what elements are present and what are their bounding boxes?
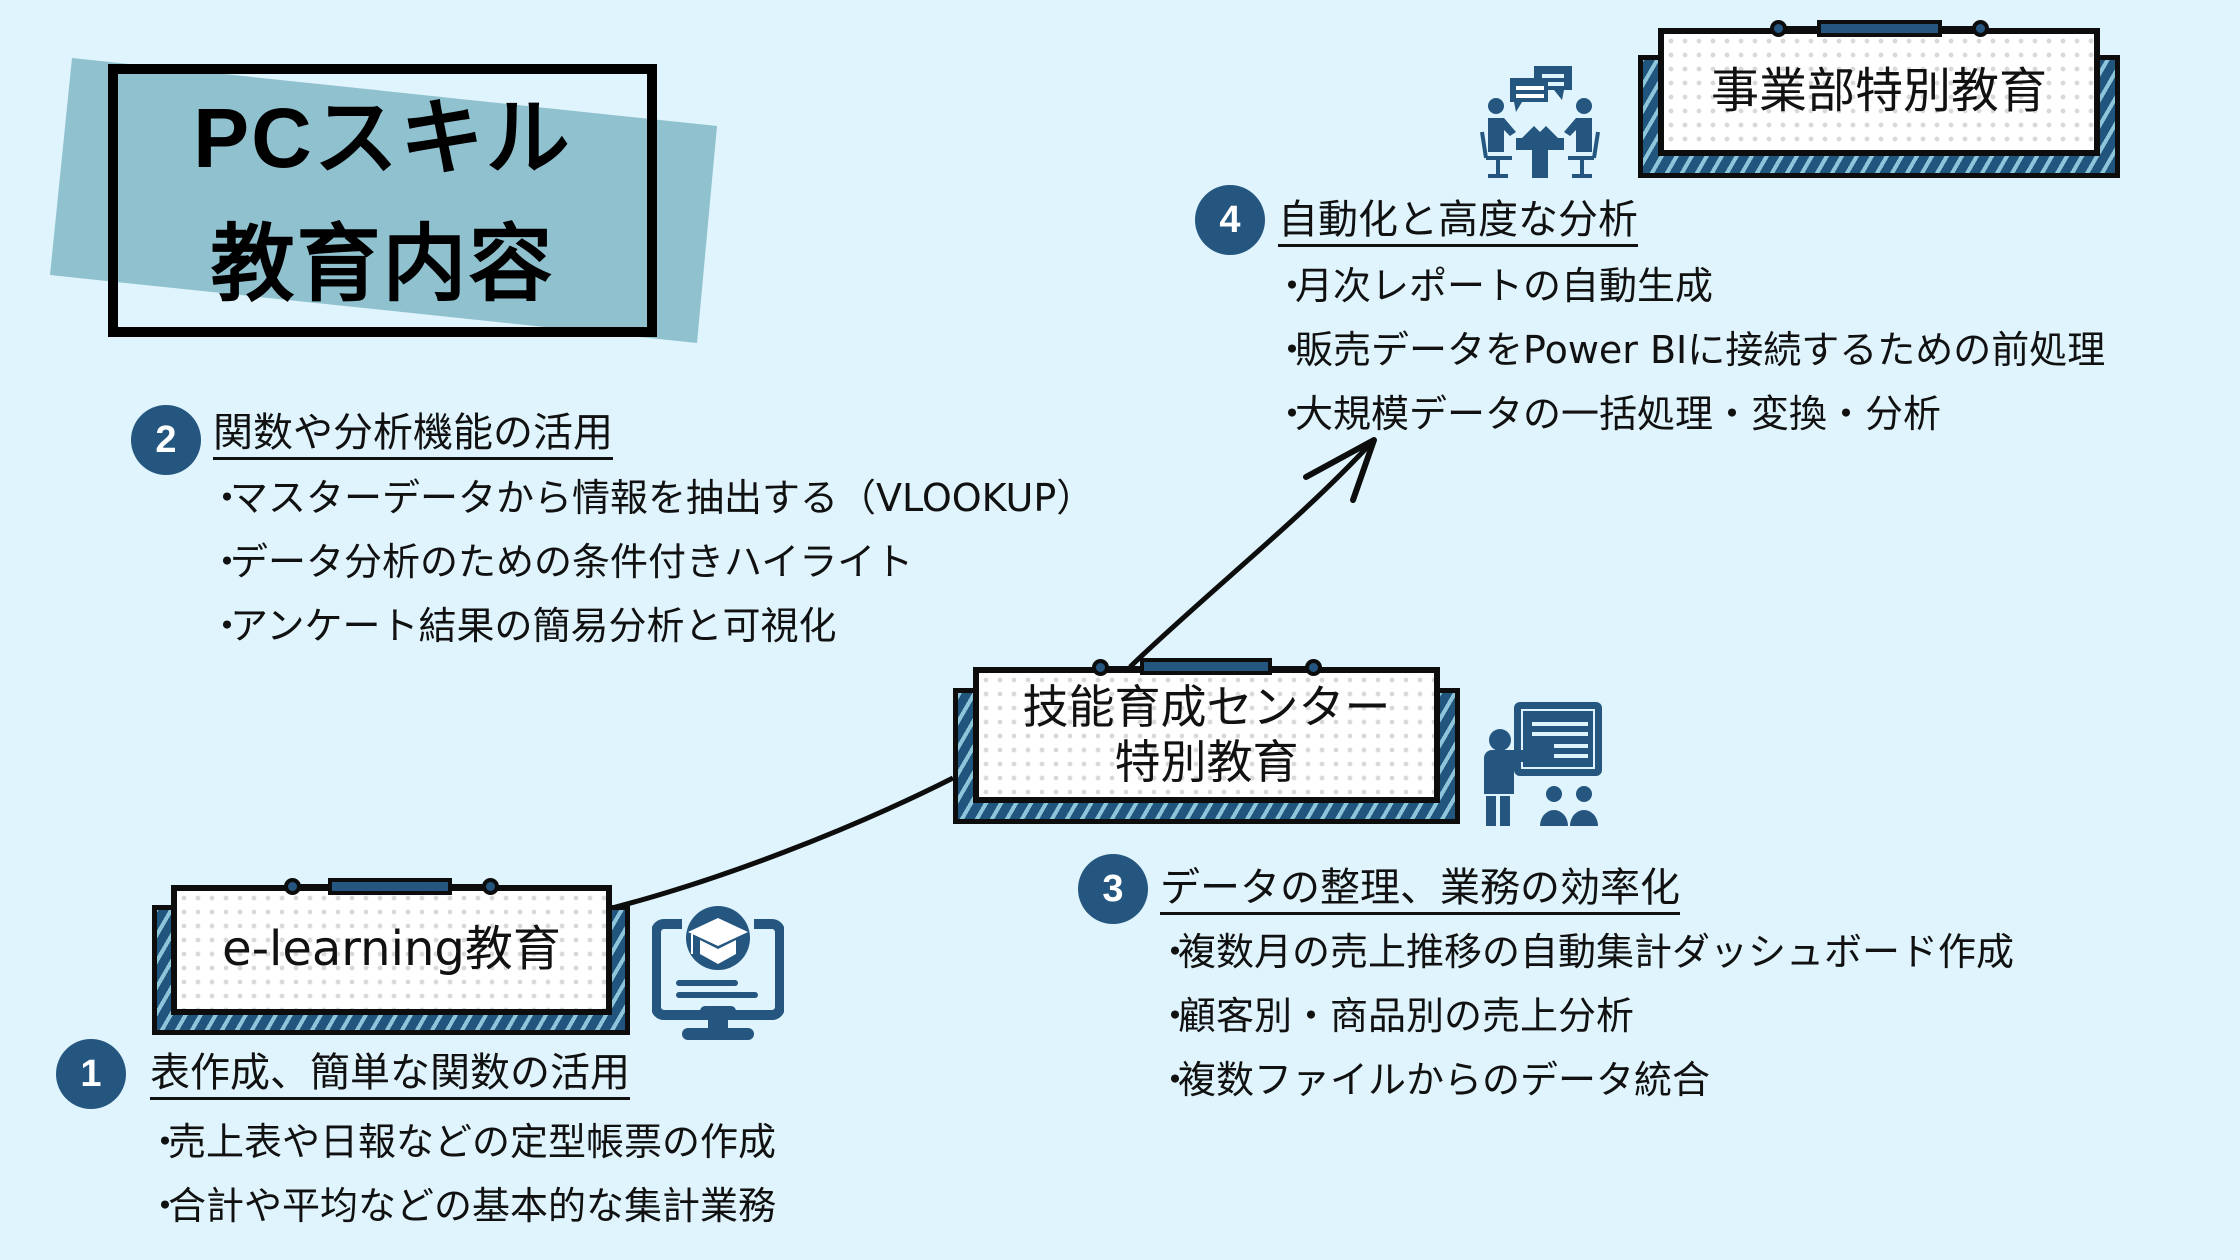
clip-bar xyxy=(1140,658,1272,675)
section-items: 複数月の売上推移の自動集計ダッシュボード作成 顧客別・商品別の売上分析 複数ファ… xyxy=(1156,920,2014,1112)
list-item: 大規模データの一括処理・変換・分析 xyxy=(1273,382,2105,446)
stage-elearning-label: e-learning教育 xyxy=(171,885,612,1015)
teacher-presentation-icon xyxy=(1484,702,1602,826)
title-line-2: 教育内容 xyxy=(210,217,555,311)
connector-curve xyxy=(611,775,955,911)
section-items: 月次レポートの自動生成 販売データをPower BIに接続するための前処理 大規… xyxy=(1273,254,2105,446)
list-item: 複数ファイルからのデータ統合 xyxy=(1156,1048,2014,1112)
section-items: 売上表や日報などの定型帳票の作成 合計や平均などの基本的な集計業務 xyxy=(146,1110,776,1238)
section-heading: データの整理、業務の効率化 xyxy=(1160,868,1680,915)
list-item: 合計や平均などの基本的な集計業務 xyxy=(146,1174,776,1238)
section-heading: 自動化と高度な分析 xyxy=(1278,200,1638,247)
title-frame xyxy=(108,64,657,337)
monitor-graduation-cap-icon xyxy=(652,906,784,1040)
clip-bar xyxy=(1817,20,1942,37)
clip-pin-icon xyxy=(1770,20,1787,37)
clip-pin-icon xyxy=(1092,659,1109,676)
list-item: データ分析のための条件付きハイライト xyxy=(208,530,1094,594)
list-item: 販売データをPower BIに接続するための前処理 xyxy=(1273,318,2105,382)
clip-pin-icon xyxy=(1972,20,1989,37)
step-badge: 3 xyxy=(1078,854,1148,924)
clip-pin-icon xyxy=(1305,659,1322,676)
list-item: 複数月の売上推移の自動集計ダッシュボード作成 xyxy=(1156,920,2014,984)
list-item: 顧客別・商品別の売上分析 xyxy=(1156,984,2014,1048)
section-heading: 表作成、簡単な関数の活用 xyxy=(150,1053,630,1100)
meeting-discussion-icon xyxy=(1480,66,1600,178)
list-item: マスターデータから情報を抽出する（VLOOKUP） xyxy=(208,466,1094,530)
stage-division-label: 事業部特別教育 xyxy=(1658,28,2100,156)
clip-pin-icon xyxy=(284,878,301,895)
list-item: 売上表や日報などの定型帳票の作成 xyxy=(146,1110,776,1174)
arrow-shaft xyxy=(1128,440,1374,669)
stage-center-label-line1: 技能育成センター xyxy=(1022,679,1391,734)
stage-center-label-line2: 特別教育 xyxy=(1114,735,1299,789)
section-heading: 関数や分析機能の活用 xyxy=(213,413,613,460)
stage-center-label: 技能育成センター 特別教育 xyxy=(973,667,1440,803)
step-badge: 2 xyxy=(131,405,201,475)
clip-pin-icon xyxy=(482,878,499,895)
clip-bar xyxy=(328,878,452,895)
step-badge: 4 xyxy=(1195,185,1265,255)
list-item: 月次レポートの自動生成 xyxy=(1273,254,2105,318)
title-background-shape xyxy=(50,58,717,343)
list-item: アンケート結果の簡易分析と可視化 xyxy=(208,594,1094,658)
step-badge: 1 xyxy=(56,1039,126,1109)
title-line-1: PCスキル xyxy=(193,91,572,185)
section-items: マスターデータから情報を抽出する（VLOOKUP） データ分析のための条件付きハ… xyxy=(208,466,1094,658)
